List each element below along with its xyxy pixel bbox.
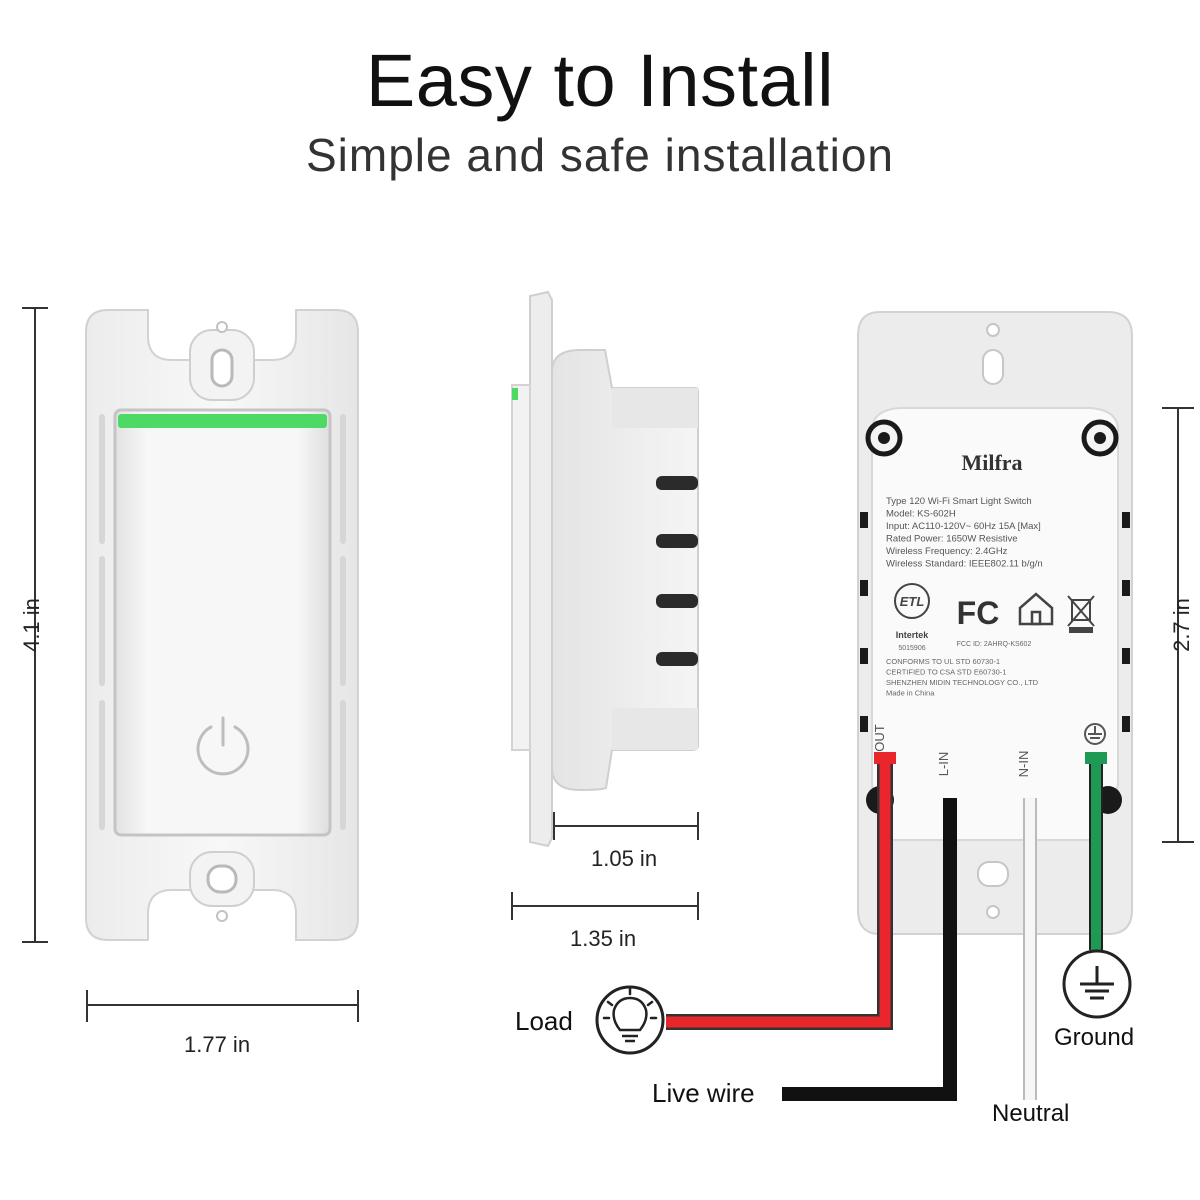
back-view: Milfra Type 120 Wi-Fi Smart Light Switch… — [857, 311, 1194, 935]
terminal-out-label: OUT — [872, 724, 887, 752]
brand-logo: Milfra — [961, 450, 1022, 475]
neutral-label: Neutral — [992, 1100, 1070, 1127]
fcc-mark: FC — [957, 595, 1000, 631]
spec-label: Type 120 Wi-Fi Smart Light SwitchModel: … — [886, 496, 1043, 570]
live-wire-label: Live wire — [652, 1078, 755, 1108]
back-height-label: 2.7 in — [1169, 598, 1194, 652]
rocker-paddle — [113, 408, 332, 837]
ground-symbol-icon — [1062, 949, 1132, 1019]
front-view — [22, 307, 359, 1022]
terminal-l-label: L-IN — [936, 752, 951, 777]
width-dimension-front — [86, 990, 359, 1022]
cert-lines-line: CERTIFIED TO CSA STD E60730-1 — [886, 668, 1006, 677]
house-icon — [1018, 592, 1054, 626]
live-wire — [782, 798, 957, 1101]
total-depth-dimension — [511, 892, 699, 920]
etl-mark-icon: ETL — [894, 583, 930, 619]
page-title: Easy to Install — [365, 39, 835, 122]
side-led — [512, 388, 518, 400]
height-dimension-front — [22, 307, 48, 943]
cert-lines-line: Made in China — [886, 689, 935, 698]
intertek-label: Intertek — [896, 630, 930, 640]
spec-lines-line: Model: KS-602H — [886, 509, 956, 520]
spec-lines-line: Type 120 Wi-Fi Smart Light Switch — [886, 496, 1032, 507]
svg-text:ETL: ETL — [900, 594, 925, 609]
side-total-depth-label: 1.35 in — [570, 926, 637, 951]
side-depth-label: 1.05 in — [591, 846, 658, 871]
light-bulb-icon — [595, 985, 665, 1055]
ground-label: Ground — [1054, 1024, 1135, 1051]
spec-lines-line: Wireless Frequency: 2.4GHz — [886, 546, 1008, 557]
terminal-ground-icon — [1084, 723, 1106, 745]
intertek-number: 5015906 — [898, 645, 925, 652]
depth-dimension — [553, 812, 699, 840]
spec-lines-line: Wireless Standard: IEEE802.11 b/g/n — [886, 559, 1043, 570]
led-indicator-bar — [118, 414, 327, 428]
weee-bin-icon — [1067, 595, 1095, 633]
page-subtitle: Simple and safe installation — [306, 129, 894, 181]
spec-lines-line: Input: AC110-120V~ 60Hz 15A [Max] — [886, 521, 1041, 532]
side-terminal-slots — [656, 476, 698, 666]
front-height-label: 4.1 in — [19, 598, 44, 652]
cert-lines-line: CONFORMS TO UL STD 60730-1 — [886, 657, 1000, 666]
cert-lines-line: SHENZHEN MIDIN TECHNOLOGY CO., LTD — [886, 678, 1039, 687]
terminal-n-label: N-IN — [1016, 751, 1031, 778]
side-plate-edge — [529, 290, 553, 848]
fcc-note: FCC ID: 2AHRQ-KS602 — [957, 641, 1032, 648]
front-width-label: 1.77 in — [184, 1032, 251, 1057]
spec-lines-line: Rated Power: 1650W Resistive — [886, 534, 1017, 545]
wiring — [666, 752, 1107, 1101]
height-dimension-back — [1162, 407, 1194, 843]
power-icon — [196, 716, 250, 776]
side-view — [511, 290, 699, 920]
load-label: Load — [515, 1006, 573, 1036]
